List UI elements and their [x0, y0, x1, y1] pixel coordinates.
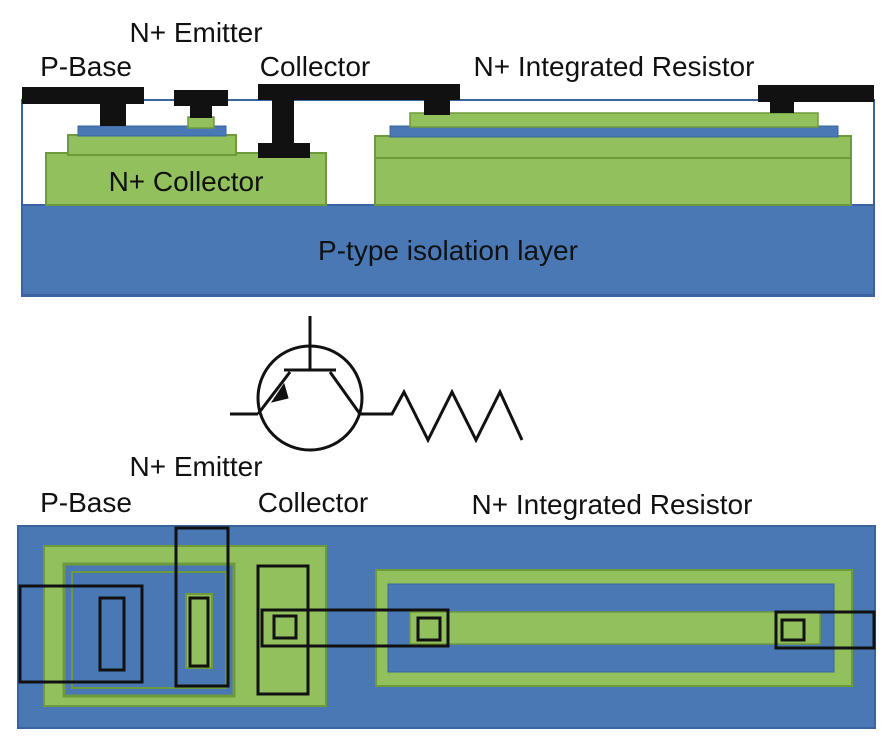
n-collector-region	[45, 152, 327, 206]
cs-collector-label: Collector	[260, 51, 370, 82]
n-collector-label: N+ Collector	[109, 166, 264, 197]
resistor-icon	[360, 388, 524, 444]
layout-interconnect-metal	[260, 608, 450, 648]
layout-view: N+ Emitter P-Base Collector N+ Integrate…	[17, 451, 876, 729]
base-metal-plug	[100, 102, 126, 126]
resistor-right-contact	[770, 100, 794, 113]
emitter-metal	[174, 90, 228, 106]
layout-collector-metal	[256, 564, 310, 696]
lv-collector-label: Collector	[258, 487, 368, 518]
resistor-body	[409, 112, 819, 128]
layout-resistor-body	[409, 611, 821, 645]
resistor-left-contact	[424, 98, 450, 115]
emitter-region	[187, 116, 215, 129]
lv-resistor-label: N+ Integrated Resistor	[472, 489, 753, 520]
collector-metal-foot	[258, 143, 310, 158]
base-oxide	[77, 125, 227, 137]
layout-emitter-metal	[174, 526, 230, 688]
cs-resistor-label: N+ Integrated Resistor	[474, 51, 755, 82]
layout-collector-contact	[272, 614, 298, 640]
layout-emitter-contact	[188, 596, 210, 668]
layout-resistor-right-metal	[774, 610, 876, 650]
base-region	[67, 134, 237, 156]
layout-resistor-right-contact	[780, 618, 806, 642]
lv-emitter-label: N+ Emitter	[129, 451, 262, 482]
collector-metal	[258, 84, 460, 100]
isolation-label: P-type isolation layer	[318, 235, 578, 266]
base-metal	[22, 87, 144, 104]
layout-base-metal	[18, 584, 144, 684]
cross-section: N+ Emitter P-Base Collector N+ Integrate…	[21, 17, 875, 297]
collector-metal-plug	[272, 98, 294, 148]
layout-resistor-left-contact	[416, 616, 442, 642]
resistor-well	[374, 135, 852, 206]
resistor-right-metal	[758, 85, 874, 102]
cs-base-label: P-Base	[40, 51, 132, 82]
emitter-metal-plug	[190, 104, 212, 118]
npn-transistor-icon	[230, 316, 364, 452]
circuit-symbol	[230, 316, 524, 452]
cs-emitter-label: N+ Emitter	[129, 17, 262, 48]
layout-base-contact	[98, 596, 126, 672]
lv-base-label: P-Base	[40, 487, 132, 518]
